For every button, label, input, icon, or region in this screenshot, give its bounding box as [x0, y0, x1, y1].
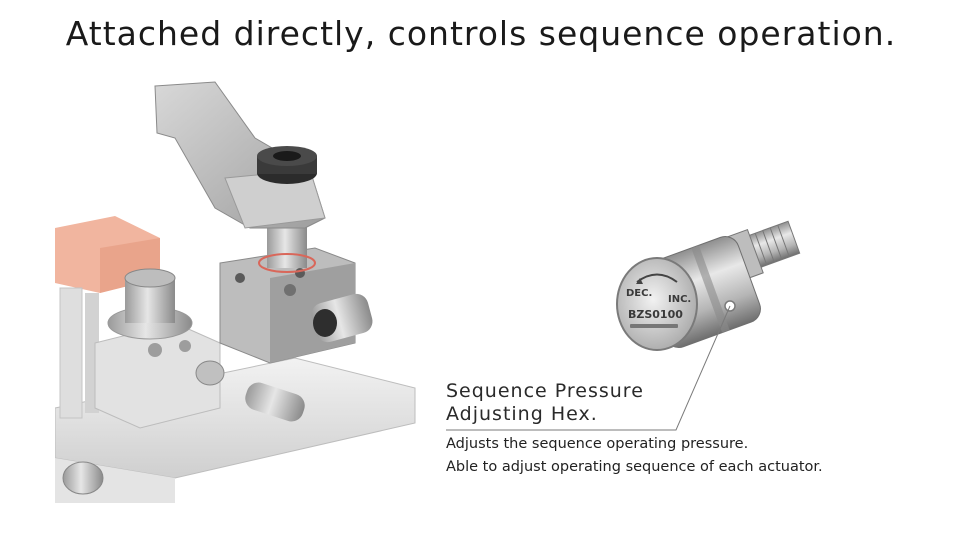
callout-title-line1: Sequence Pressure	[446, 380, 644, 402]
callout-title: Sequence Pressure Adjusting Hex.	[446, 380, 644, 426]
callout-title-line2: Adjusting Hex.	[446, 403, 598, 425]
valve-engraving-inc: INC.	[668, 294, 691, 305]
headline: Attached directly, controls sequence ope…	[65, 14, 897, 53]
valve-engraving-dec: DEC.	[626, 288, 652, 299]
callout-desc-line1: Adjusts the sequence operating pressure.	[446, 436, 749, 452]
callout-anchor-dot	[724, 300, 736, 312]
callout-desc-line2: Able to adjust operating sequence of eac…	[446, 459, 823, 475]
sequence-valve-image: DEC. INC. BZS0100	[616, 220, 801, 351]
callout-description: Adjusts the sequence operating pressure.…	[446, 433, 823, 479]
clamp-assembly-image	[55, 81, 416, 503]
valve-engraving-model: BZS0100	[628, 308, 683, 321]
